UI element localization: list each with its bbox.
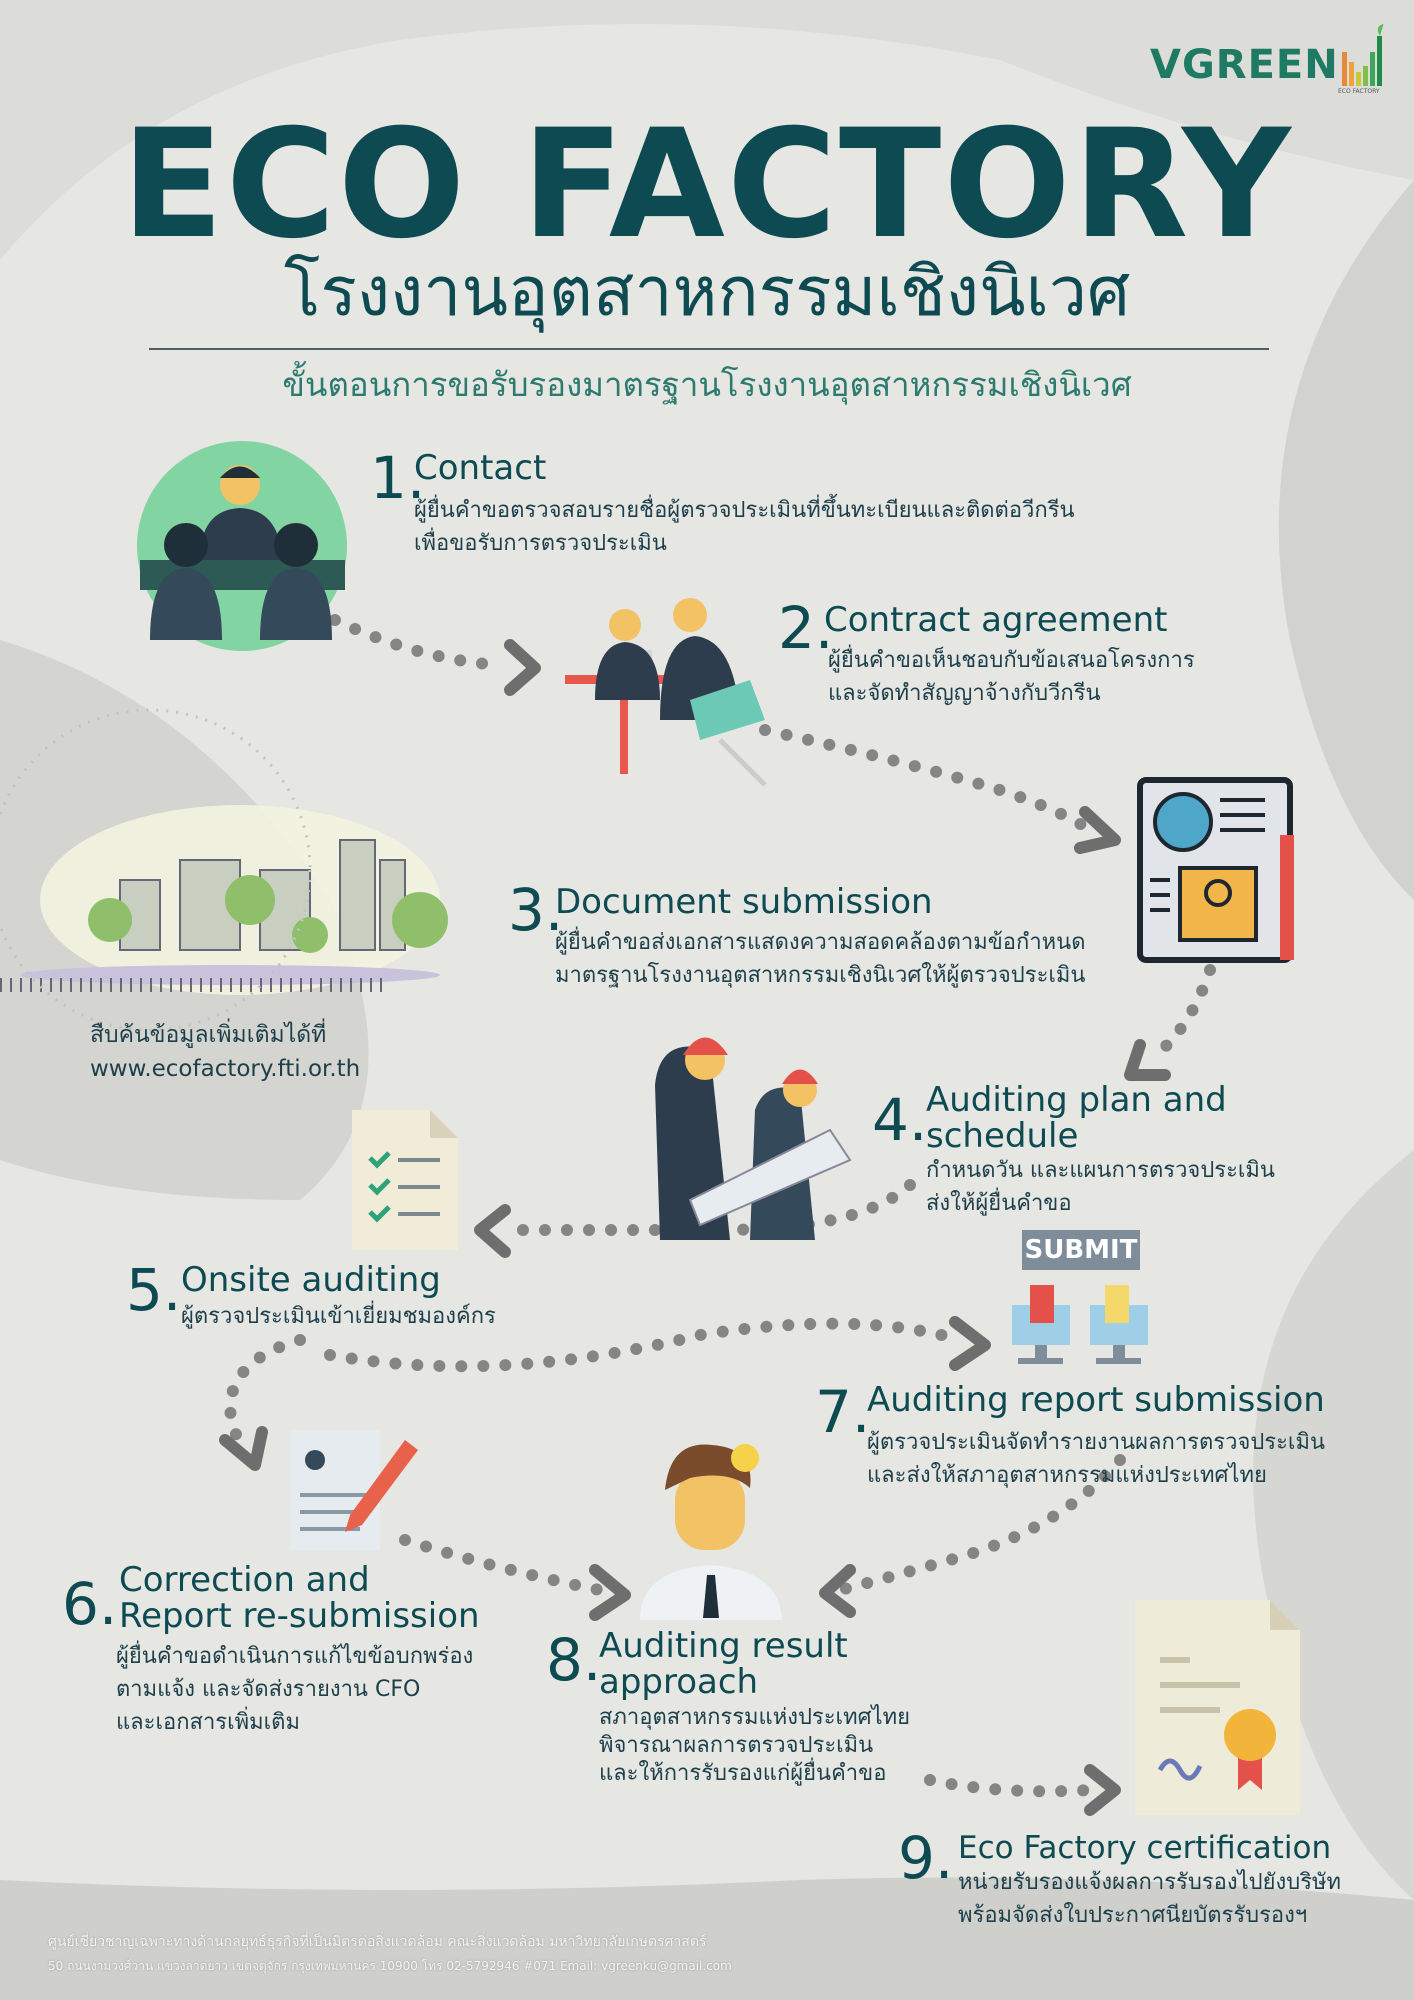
document-illustration [1137, 777, 1294, 963]
ecofactory-link[interactable]: www.ecofactory.fti.or.th [90, 1056, 361, 1082]
step-9-desc: หน่วยรับรองแจ้งผลการรับรองไปยังบริษัทพร้… [958, 1870, 1342, 1928]
step-9-number: 9. [898, 1824, 954, 1892]
step-4-desc: กำหนดวัน และแผนการตรวจประเมินส่งให้ผู้ยื… [926, 1158, 1275, 1216]
more-info: สืบค้นข้อมูลเพิ่มเติมได้ที่ www.ecofacto… [90, 1018, 360, 1086]
step-5-number: 5. [126, 1256, 182, 1324]
certificate-illustration [1135, 1600, 1300, 1815]
step-7-number: 7. [815, 1378, 871, 1446]
subheading: ขั้นตอนการขอรับรองมาตรฐานโรงงานอุตสาหกรร… [282, 365, 1132, 404]
step-3-title: Document submission [555, 882, 933, 922]
report-pen-illustration [290, 1430, 418, 1550]
submit-badge: SUBMIT [1024, 1235, 1138, 1265]
vgreen-logo: VGREEN ECO FACTORY [1150, 22, 1390, 102]
step-5-desc: ผู้ตรวจประเมินเข้าเยี่ยมชมองค์กร [181, 1304, 496, 1329]
person-idea-illustration [640, 1444, 782, 1620]
engineers-illustration [655, 1037, 852, 1240]
step-6-desc: ผู้ยื่นคำขอดำเนินการแก้ไขข้อบกพร่องตามแจ… [116, 1644, 474, 1735]
step-5-title: Onsite auditing [181, 1260, 441, 1300]
step-1-desc: ผู้ยื่นคำขอตรวจสอบรายชื่อผู้ตรวจประเมินท… [414, 498, 1075, 556]
step-1-number: 1. [370, 444, 426, 512]
step-4-number: 4. [872, 1086, 928, 1154]
divider [149, 348, 1269, 350]
bar-leaf-icon [1342, 23, 1384, 86]
step-2-number: 2. [778, 594, 834, 662]
meeting-illustration [137, 441, 347, 651]
city-illustration [0, 708, 448, 1032]
submit-illustration [1012, 1230, 1148, 1364]
footer: ศูนย์เชี่ยวชาญเฉพาะทางด้านกลยุทธ์ธุรกิจท… [48, 1934, 732, 1973]
step-8-number: 8. [546, 1626, 602, 1694]
step-3-number: 3. [508, 876, 564, 944]
step-3-desc: ผู้ยื่นคำขอส่งเอกสารแสดงความสอดคล้องตามข… [555, 930, 1086, 988]
path-arrows [219, 639, 1171, 1816]
step-8-desc: สภาอุตสาหกรรมแห่งประเทศไทยพิจารณาผลการตร… [599, 1705, 910, 1786]
step-2-desc: ผู้ยื่นคำขอเห็นชอบกับข้อเสนอโครงการและจั… [828, 648, 1195, 706]
step-9-title: Eco Factory certification [958, 1830, 1332, 1866]
step-7-title: Auditing report submission [867, 1380, 1325, 1420]
step-1-title: Contact [414, 448, 547, 488]
step-2-title: Contract agreement [824, 600, 1168, 640]
step-6-number: 6. [62, 1570, 118, 1638]
contract-illustration [565, 598, 767, 787]
thai-title: โรงงานอุตสาหกรรมเชิงนิเวศ [283, 253, 1131, 332]
page-title: ECO FACTORY [121, 98, 1293, 272]
step-7-desc: ผู้ตรวจประเมินจัดทำรายงานผลการตรวจประเมิ… [867, 1430, 1325, 1488]
checklist-illustration [352, 1110, 458, 1250]
